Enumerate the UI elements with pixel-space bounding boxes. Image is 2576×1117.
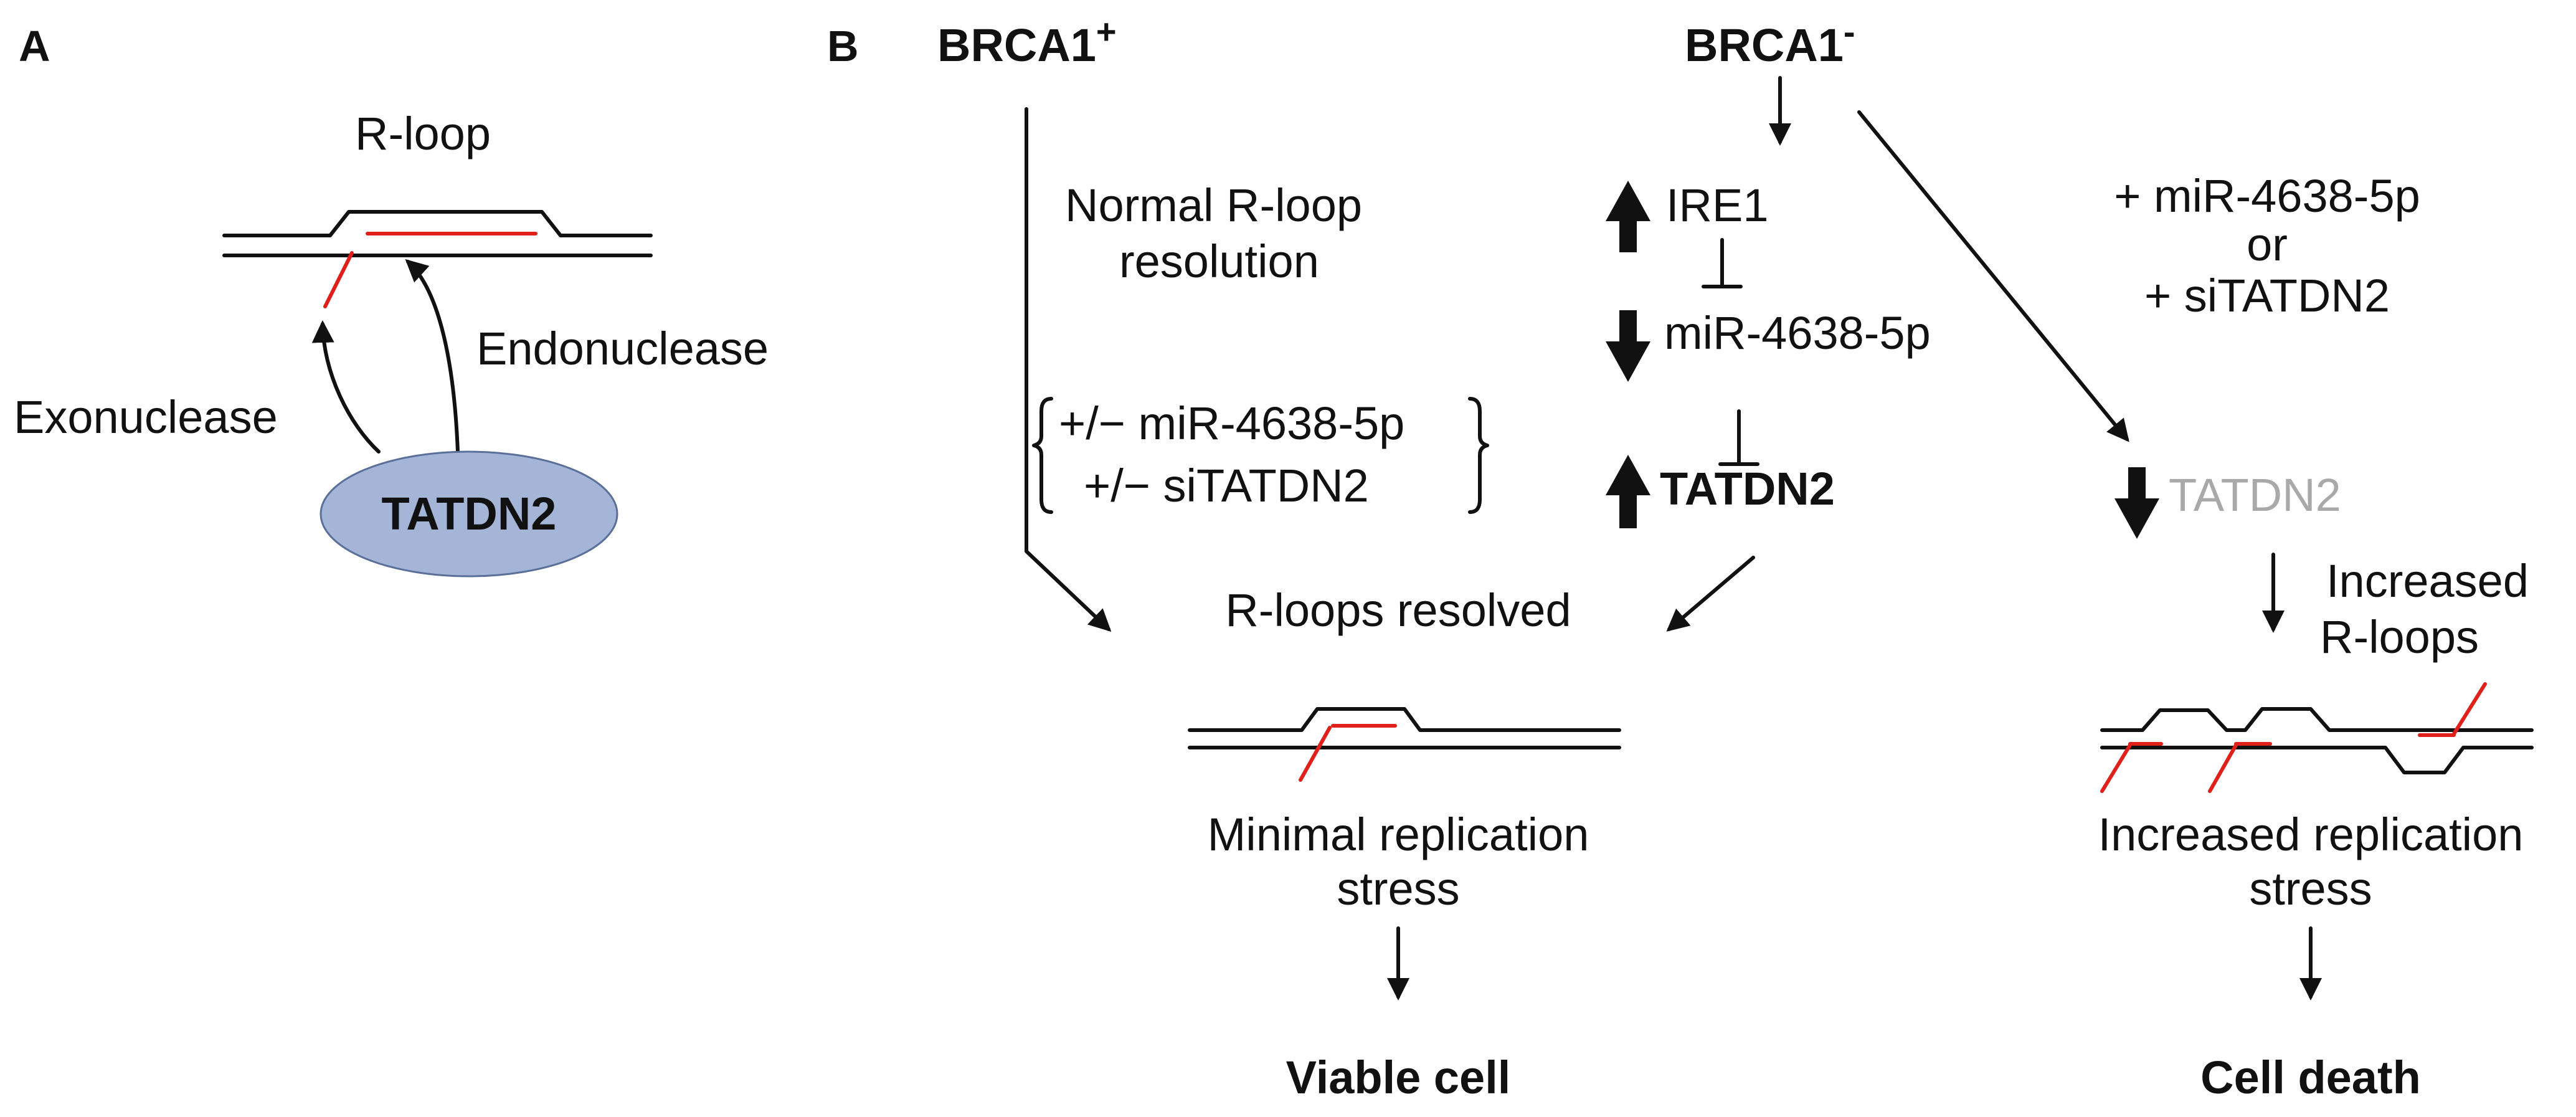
brca1-negative-treatment-arrow xyxy=(1857,110,2129,442)
rna-strand-cleaved-end xyxy=(323,251,354,308)
tatdn2-enzyme xyxy=(320,450,618,578)
rloop-dna-diagram xyxy=(222,210,653,308)
ire1-label: IRE1 xyxy=(1666,179,1769,231)
tatdn2-up-arrow xyxy=(1606,455,1650,528)
normal-resolution-line2: resolution xyxy=(1119,235,1319,287)
treatment-sirna-label: + siTATDN2 xyxy=(2144,270,2390,321)
rloop-title: R-loop xyxy=(355,108,491,159)
ire1-inhibits-mir xyxy=(1702,238,1743,288)
panel-b-letter: B xyxy=(827,22,859,70)
panel-b: B BRCA1+ BRCA1- Normal R-loop resolution… xyxy=(827,12,2534,1103)
modifier-sirna-label: +/− siTATDN2 xyxy=(1084,460,1369,511)
mir-label: miR-4638-5p xyxy=(1664,307,1931,359)
modifier-right-brace xyxy=(1468,397,1489,514)
increased-rloops-line2: R-loops xyxy=(2320,611,2479,663)
minimal-stress-line2: stress xyxy=(1337,863,1459,915)
normal-resolution-line1: Normal R-loop xyxy=(1065,179,1362,231)
mir-down-arrow xyxy=(1606,310,1650,382)
increased-stress-line1: Increased replication xyxy=(2098,809,2524,860)
viable-cell-label: Viable cell xyxy=(1286,1052,1511,1103)
tatdn2-up-label: TATDN2 xyxy=(1660,463,1835,515)
minimal-stress-line1: Minimal replication xyxy=(1208,809,1589,860)
panel-a-letter: A xyxy=(19,22,50,70)
cell-death-label: Cell death xyxy=(2200,1052,2421,1103)
dna-top-strand xyxy=(222,210,653,237)
rloops-resolved-label: R-loops resolved xyxy=(1225,584,1571,636)
ire1-up-arrow xyxy=(1606,181,1650,252)
exonuclease-label: Exonuclease xyxy=(14,391,278,443)
tatdn2-down-arrow xyxy=(2114,467,2159,539)
increased-rloop-diagram xyxy=(2100,682,2534,793)
brca1-positive-label: BRCA1+ xyxy=(937,12,1117,71)
brca1-positive-arrow xyxy=(1025,107,1112,632)
tatdn2-to-resolved-arrow xyxy=(1666,556,1755,632)
panel-a: A R-loop Endonuclease Exonuclease TATDN2 xyxy=(14,22,769,578)
increased-stress-line2: stress xyxy=(2249,863,2372,915)
modifier-mir-label: +/− miR-4638-5p xyxy=(1059,397,1404,449)
tatdn2-down-label: TATDN2 xyxy=(2169,469,2341,521)
exonuclease-arrow xyxy=(311,320,381,454)
modifier-left-brace xyxy=(1032,397,1053,514)
tatdn2-enzyme-label: TATDN2 xyxy=(382,488,557,539)
endonuclease-arrow xyxy=(405,259,460,454)
brca1-negative-label: BRCA1- xyxy=(1685,12,1855,71)
increased-rloops-line1: Increased xyxy=(2326,555,2529,607)
treatment-mir-label: + miR-4638-5p xyxy=(2114,170,2420,222)
resolved-rloop-diagram xyxy=(1188,707,1621,782)
treatment-or-label: or xyxy=(2247,219,2288,270)
endonuclease-label: Endonuclease xyxy=(476,323,769,374)
mir-inhibits-tatdn2 xyxy=(1718,409,1759,466)
